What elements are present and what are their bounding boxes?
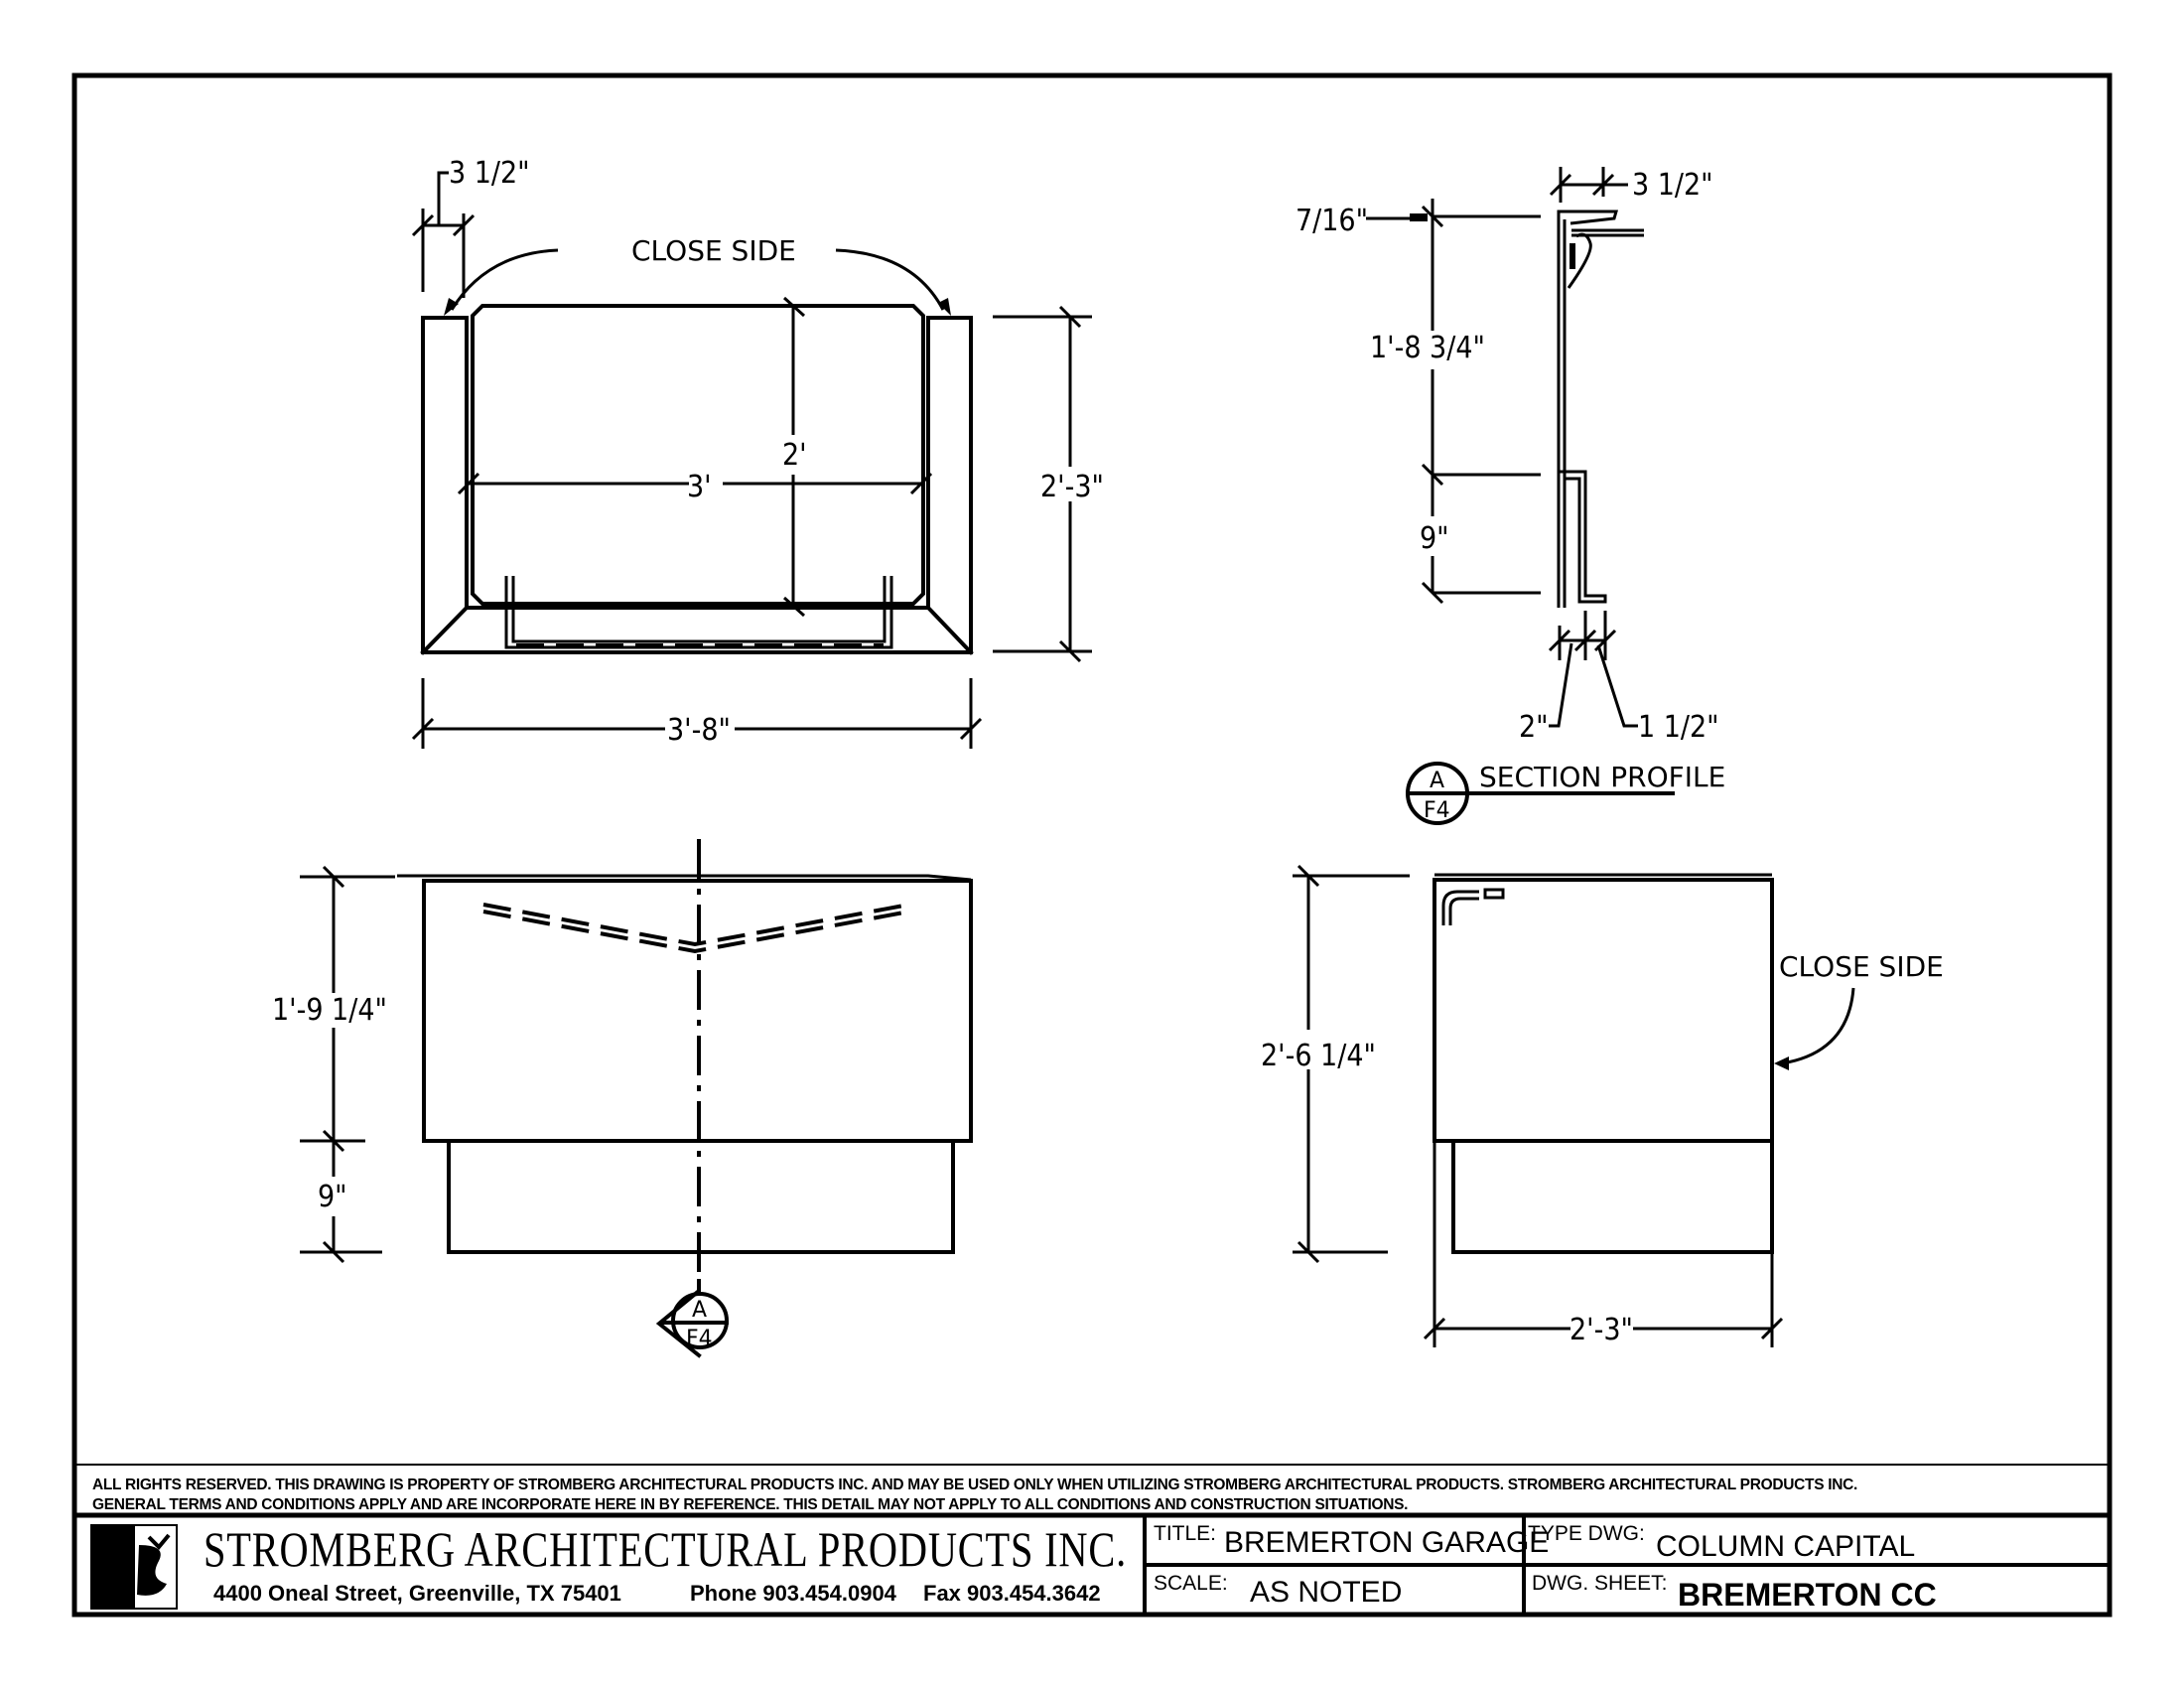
side-dim-width: 2'-3" (1570, 1313, 1633, 1347)
plan-dim-overall-depth: 2'-3" (1040, 470, 1104, 504)
side-close-side-label: CLOSE SIDE (1779, 950, 1944, 983)
side-close-side-arrow (1781, 987, 1855, 1065)
section-bubble-bottom: F4 (1424, 798, 1450, 823)
title-value: BREMERTON GARAGE (1224, 1526, 1549, 1559)
scale-value: AS NOTED (1250, 1576, 1402, 1609)
section-dim-return-width: 1 1/2" (1638, 710, 1719, 745)
section-cut-top: A (692, 1298, 707, 1323)
company-address: 4400 Oneal Street, Greenville, TX 75401 (213, 1581, 621, 1606)
plan-view: 3 1/2" CLOSE SIDE 3' 2' 2'-3" (411, 156, 1104, 749)
section-cut-bottom: F4 (686, 1327, 713, 1351)
plan-dim-inner-depth: 2' (782, 438, 807, 473)
plan-inner-column (471, 304, 925, 606)
section-bubble-top: A (1430, 769, 1444, 793)
section-dim-lower-height: 9" (1420, 521, 1449, 556)
front-dim-lower-height: 9" (318, 1180, 347, 1214)
section-dim-top-flange: 3 1/2" (1632, 168, 1713, 203)
notes-line-1: ALL RIGHTS RESERVED. THIS DRAWING IS PRO… (92, 1477, 1857, 1493)
sheet-border (71, 72, 2113, 1618)
side-elevation: CLOSE SIDE 2'-6 1/4" 2'-3" (1261, 864, 1944, 1347)
title-key: TITLE: (1154, 1522, 1216, 1545)
plan-outline (421, 316, 973, 654)
company-phone: Phone 903.454.0904 (690, 1581, 897, 1606)
side-dim-overall-height: 2'-6 1/4" (1261, 1039, 1376, 1073)
section-dim-top-lip: 7/16" (1296, 204, 1368, 238)
front-fastener-line (482, 903, 910, 947)
dwg-sheet-value: BREMERTON CC (1678, 1577, 1937, 1613)
type-dwg-value: COLUMN CAPITAL (1656, 1530, 1915, 1563)
company-fax: Fax 903.454.3642 (923, 1581, 1101, 1606)
plan-dim-inner-width: 3' (687, 470, 712, 504)
company-name: STROMBERG ARCHITECTURAL PRODUCTS INC. (204, 1521, 1127, 1577)
type-dwg-key: TYPE DWG: (1528, 1522, 1645, 1545)
section-dim-upper-height: 1'-8 3/4" (1370, 331, 1485, 365)
front-elevation: A F4 1'-9 1/4" 9" (272, 839, 973, 1358)
scale-key: SCALE: (1154, 1572, 1228, 1595)
plan-dim-flange: 3 1/2" (449, 156, 530, 191)
plan-close-side-arrow-right (835, 248, 945, 311)
plan-close-side-label: CLOSE SIDE (631, 234, 796, 267)
dwg-sheet-key: DWG. SHEET: (1532, 1572, 1668, 1595)
plan-dim-overall-width: 3'-8" (667, 713, 731, 748)
plan-close-side-arrow-left (450, 248, 559, 311)
section-profile-title: SECTION PROFILE (1479, 761, 1725, 793)
notes-line-2: GENERAL TERMS AND CONDITIONS APPLY AND A… (92, 1496, 1408, 1513)
section-profile: 7/16" 1'-8 3/4" 9" 3 1/2" 2" 1 1/2" A F4… (1296, 167, 1725, 825)
section-dim-step-width: 2" (1519, 710, 1549, 745)
company-logo (90, 1524, 178, 1610)
front-dim-upper-height: 1'-9 1/4" (272, 993, 387, 1028)
